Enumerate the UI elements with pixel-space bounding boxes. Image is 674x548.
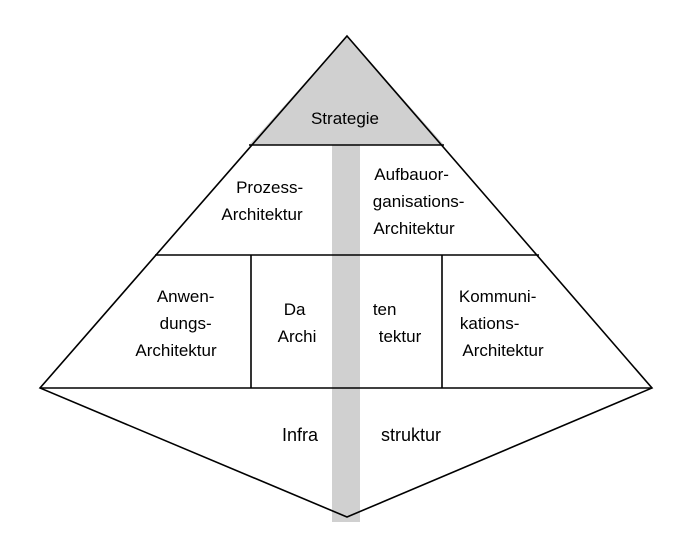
infrastructure-label-left: Infra (282, 425, 319, 445)
data-architecture-label-left: Da Archi (278, 300, 317, 346)
organisation-architecture-label: Aufbauor- ganisations- Architektur (373, 165, 469, 238)
strategy-apex (249, 36, 444, 145)
communication-architecture-label: Kommuni- kations- Architektur (459, 287, 544, 360)
data-architecture-label-right: ten tektur (373, 300, 422, 346)
process-architecture-label: Prozess- Architektur (221, 178, 308, 224)
central-gray-bar (332, 140, 360, 522)
infrastructure-label-right: struktur (381, 425, 441, 445)
application-architecture-label: Anwen- dungs- Architektur (135, 287, 219, 360)
pyramid-outline (38, 34, 654, 518)
strategy-label: Strategie (311, 109, 379, 128)
